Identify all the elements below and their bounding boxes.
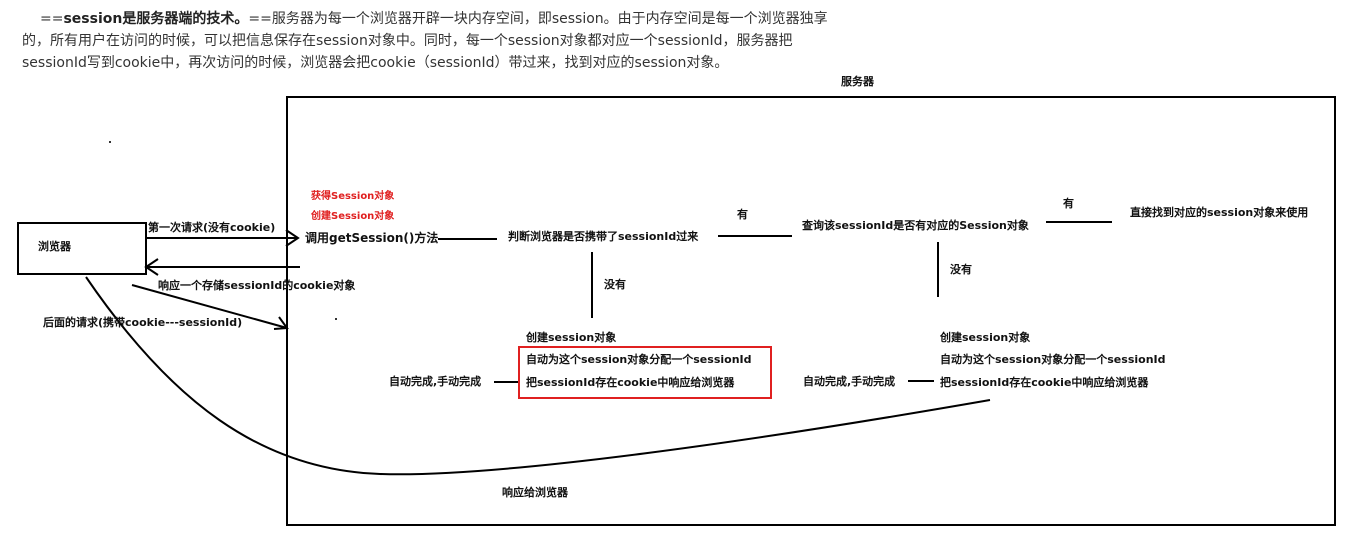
query-session-label: 查询该sessionId是否有对应的Session对象 (802, 219, 1029, 232)
right-step-1: 创建session对象 (940, 331, 1031, 344)
none-label-1: 没有 (604, 278, 626, 291)
server-box (286, 96, 1336, 526)
create-session-red-label: 创建Session对象 (311, 211, 395, 222)
later-request-arrowhead (273, 316, 289, 330)
call-method-label: 调用getSession()方法 (305, 231, 439, 245)
server-label: 服务器 (841, 75, 874, 88)
auto-manual-label-2: 自动完成,手动完成 (803, 375, 896, 388)
paragraph-body: ==服务器为每一个浏览器开辟一块内存空间，即session。由于内存空间是每一个… (22, 11, 828, 71)
first-request-label: 第一次请求(没有cookie) (148, 221, 276, 234)
later-request-arrow (131, 284, 288, 329)
left-step-1: 创建session对象 (526, 331, 617, 344)
stray-dot-2 (335, 318, 337, 320)
use-session-label: 直接找到对应的session对象来使用 (1130, 206, 1309, 219)
get-session-red-label: 获得Session对象 (311, 191, 395, 202)
has-label-1: 有 (737, 208, 748, 221)
browser-label: 浏览器 (38, 240, 71, 253)
response-browser-curve (85, 276, 991, 476)
paragraph-lead: == (40, 11, 64, 27)
check-sessionid-label: 判断浏览器是否携带了sessionId过来 (508, 230, 699, 243)
highlight-box (518, 346, 772, 399)
none-label-2: 没有 (950, 263, 972, 276)
response-cookie-label: 响应一个存储sessionId的cookie对象 (158, 279, 356, 292)
left-step-2: 自动为这个session对象分配一个sessionId (526, 353, 752, 366)
has-label-2: 有 (1063, 197, 1074, 210)
response-browser-label: 响应给浏览器 (502, 486, 568, 499)
paragraph-strong: session是服务器端的技术。 (63, 11, 249, 27)
stray-dot-1 (109, 141, 111, 143)
left-step-3: 把sessionId存在cookie中响应给浏览器 (526, 376, 735, 389)
browser-box (17, 222, 147, 275)
auto-manual-label-1: 自动完成,手动完成 (389, 375, 482, 388)
intro-paragraph: ==session是服务器端的技术。==服务器为每一个浏览器开辟一块内存空间，即… (22, 8, 832, 74)
right-step-3: 把sessionId存在cookie中响应给浏览器 (940, 376, 1149, 389)
first-request-arrowhead (285, 229, 300, 247)
right-step-2: 自动为这个session对象分配一个sessionId (940, 353, 1166, 366)
response-cookie-arrowhead (144, 258, 159, 276)
later-request-label: 后面的请求(携带cookie---sessionId) (43, 316, 243, 329)
